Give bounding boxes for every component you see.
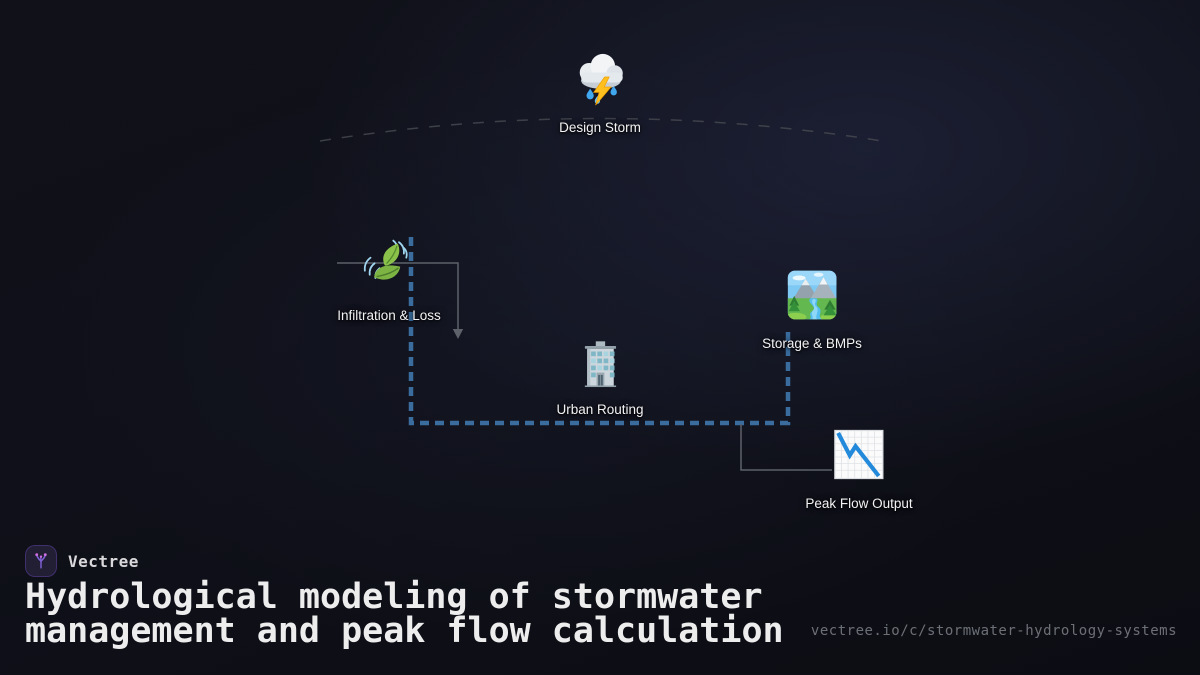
node-label: Urban Routing	[556, 402, 644, 417]
chart-decreasing-icon	[834, 429, 884, 480]
node-peak-flow-output: Peak Flow Output	[805, 428, 913, 511]
national-park-icon	[787, 270, 837, 320]
top-dashed-arc	[319, 117, 883, 142]
vectree-logo	[25, 545, 57, 577]
infiltration-elbow-connector	[337, 262, 459, 329]
page-title: Hydrological modeling of stormwater mana…	[25, 577, 784, 651]
node-storage-bmps: Storage & BMPs	[762, 269, 862, 351]
title-line-1: Hydrological modeling of stormwater	[25, 577, 763, 617]
brand-row: Vectree	[25, 545, 139, 577]
node-label: Design Storm	[559, 120, 641, 135]
brand-name: Vectree	[68, 551, 139, 571]
site-url: vectree.io/c/stormwater-hydrology-system…	[810, 623, 1177, 639]
leaf-fluttering-wind-icon	[363, 239, 408, 280]
peak-flow-elbow-connector	[740, 424, 832, 471]
node-label: Storage & BMPs	[762, 336, 862, 351]
node-design-storm: Design Storm	[559, 48, 641, 135]
node-infiltration-loss: Infiltration & Loss	[337, 239, 441, 323]
storm-cloud-rain-lightning-icon	[579, 53, 623, 106]
office-building-icon	[584, 341, 616, 388]
title-line-2: management and peak flow calculation	[25, 610, 784, 651]
vectree-branch-icon	[35, 553, 47, 569]
node-label: Infiltration & Loss	[337, 308, 441, 323]
flow-dashed-path	[408, 237, 791, 426]
down-arrowhead-icon	[452, 329, 464, 339]
node-urban-routing: Urban Routing	[556, 339, 644, 417]
node-label: Peak Flow Output	[805, 496, 913, 511]
